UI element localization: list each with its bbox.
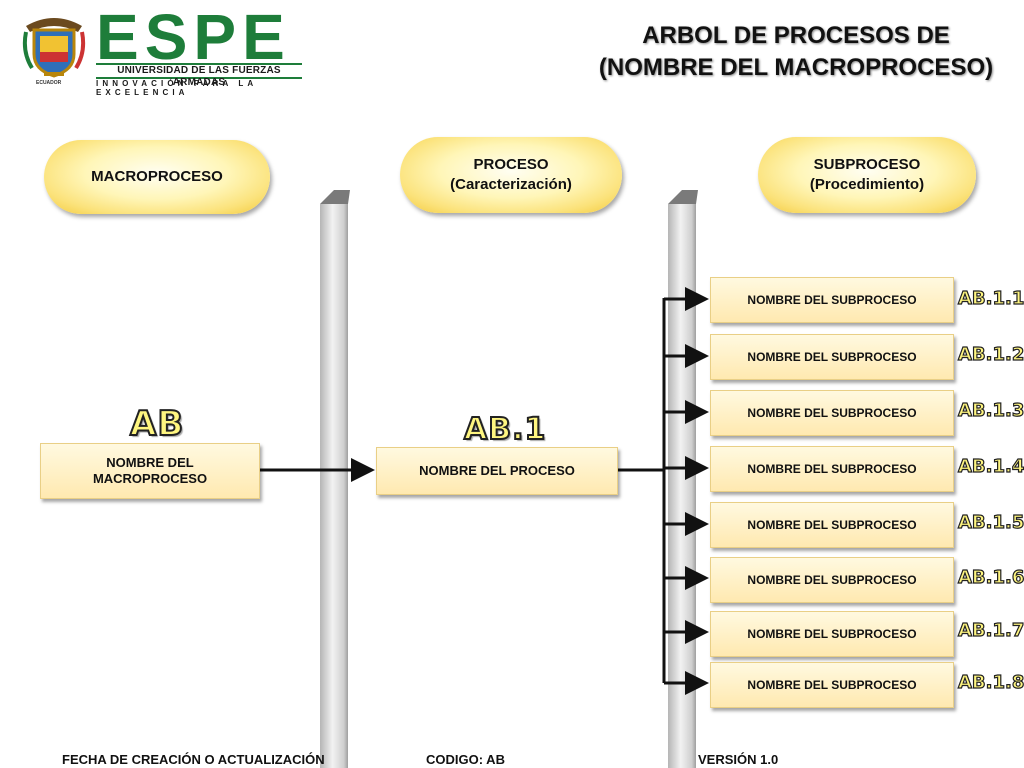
- header-macroproceso: MACROPROCESO: [44, 140, 270, 214]
- subproceso-code-6: AB.1.6: [957, 566, 1024, 588]
- header-proceso-line1: PROCESO: [473, 156, 549, 173]
- title-line-2: (NOMBRE DEL MACROPROCESO): [598, 54, 994, 81]
- logo-wordmark: ESPE: [96, 1, 291, 73]
- subproceso-name: NOMBRE DEL SUBPROCESO: [747, 627, 917, 641]
- proceso-box: NOMBRE DEL PROCESO: [376, 447, 618, 495]
- proceso-name: NOMBRE DEL PROCESO: [419, 463, 575, 478]
- subproceso-code-3: AB.1.3: [957, 399, 1024, 421]
- page-title: ARBOL DE PROCESOS DE (NOMBRE DEL MACROPR…: [590, 20, 1002, 84]
- subproceso-code-7: AB.1.7: [957, 619, 1024, 641]
- proceso-code: AB.1: [463, 411, 547, 448]
- footer-fecha: FECHA DE CREACIÓN O ACTUALIZACIÓN: [62, 752, 325, 767]
- header-macroproceso-label: MACROPROCESO: [91, 168, 223, 185]
- subproceso-box-8: NOMBRE DEL SUBPROCESO: [710, 662, 954, 708]
- header-subproceso-line1: SUBPROCESO: [813, 156, 921, 173]
- subproceso-name: NOMBRE DEL SUBPROCESO: [747, 573, 917, 587]
- subproceso-box-7: NOMBRE DEL SUBPROCESO: [710, 611, 954, 657]
- subproceso-box-6: NOMBRE DEL SUBPROCESO: [710, 557, 954, 603]
- subproceso-box-3: NOMBRE DEL SUBPROCESO: [710, 390, 954, 436]
- vertical-bar-left: [320, 190, 350, 768]
- subproceso-code-2: AB.1.2: [957, 343, 1024, 365]
- logo-university-name: UNIVERSIDAD DE LAS FUERZAS ARMADAS: [96, 63, 302, 88]
- footer-version: VERSIÓN 1.0: [698, 752, 779, 767]
- logo-country: ECUADOR: [36, 80, 62, 86]
- subproceso-code-8: AB.1.8: [957, 671, 1024, 693]
- macro-code: AB: [129, 403, 185, 445]
- subproceso-name: NOMBRE DEL SUBPROCESO: [747, 406, 917, 420]
- title-line-1: ARBOL DE PROCESOS DE: [642, 22, 950, 49]
- subproceso-name: NOMBRE DEL SUBPROCESO: [747, 518, 917, 532]
- subproceso-box-5: NOMBRE DEL SUBPROCESO: [710, 502, 954, 548]
- subproceso-name: NOMBRE DEL SUBPROCESO: [747, 678, 917, 692]
- footer-codigo: CODIGO: AB: [426, 752, 505, 767]
- subproceso-name: NOMBRE DEL SUBPROCESO: [747, 293, 917, 307]
- macro-name-line1: NOMBRE DEL: [106, 455, 194, 470]
- subproceso-box-4: NOMBRE DEL SUBPROCESO: [710, 446, 954, 492]
- header-proceso-line2: (Caracterización): [450, 176, 572, 193]
- subproceso-box-2: NOMBRE DEL SUBPROCESO: [710, 334, 954, 380]
- subproceso-name: NOMBRE DEL SUBPROCESO: [747, 350, 917, 364]
- header-subproceso-line2: (Procedimiento): [809, 176, 925, 193]
- logo-motto: INNOVACIÓN PARA LA EXCELENCIA: [96, 79, 257, 97]
- subproceso-code-1: AB.1.1: [957, 287, 1024, 309]
- subproceso-name: NOMBRE DEL SUBPROCESO: [747, 462, 917, 476]
- subproceso-code-5: AB.1.5: [957, 511, 1024, 533]
- macro-box: NOMBRE DEL MACROPROCESO: [40, 443, 260, 499]
- subproceso-box-1: NOMBRE DEL SUBPROCESO: [710, 277, 954, 323]
- coat-of-arms-icon: [22, 18, 86, 78]
- espe-logo: ECUADOR ESPE UNIVERSIDAD DE LAS FUERZAS …: [0, 0, 320, 97]
- macro-name-line2: MACROPROCESO: [92, 471, 208, 486]
- subproceso-code-4: AB.1.4: [957, 455, 1024, 477]
- header-subproceso: SUBPROCESO (Procedimiento): [758, 137, 976, 213]
- header-proceso: PROCESO (Caracterización): [400, 137, 622, 213]
